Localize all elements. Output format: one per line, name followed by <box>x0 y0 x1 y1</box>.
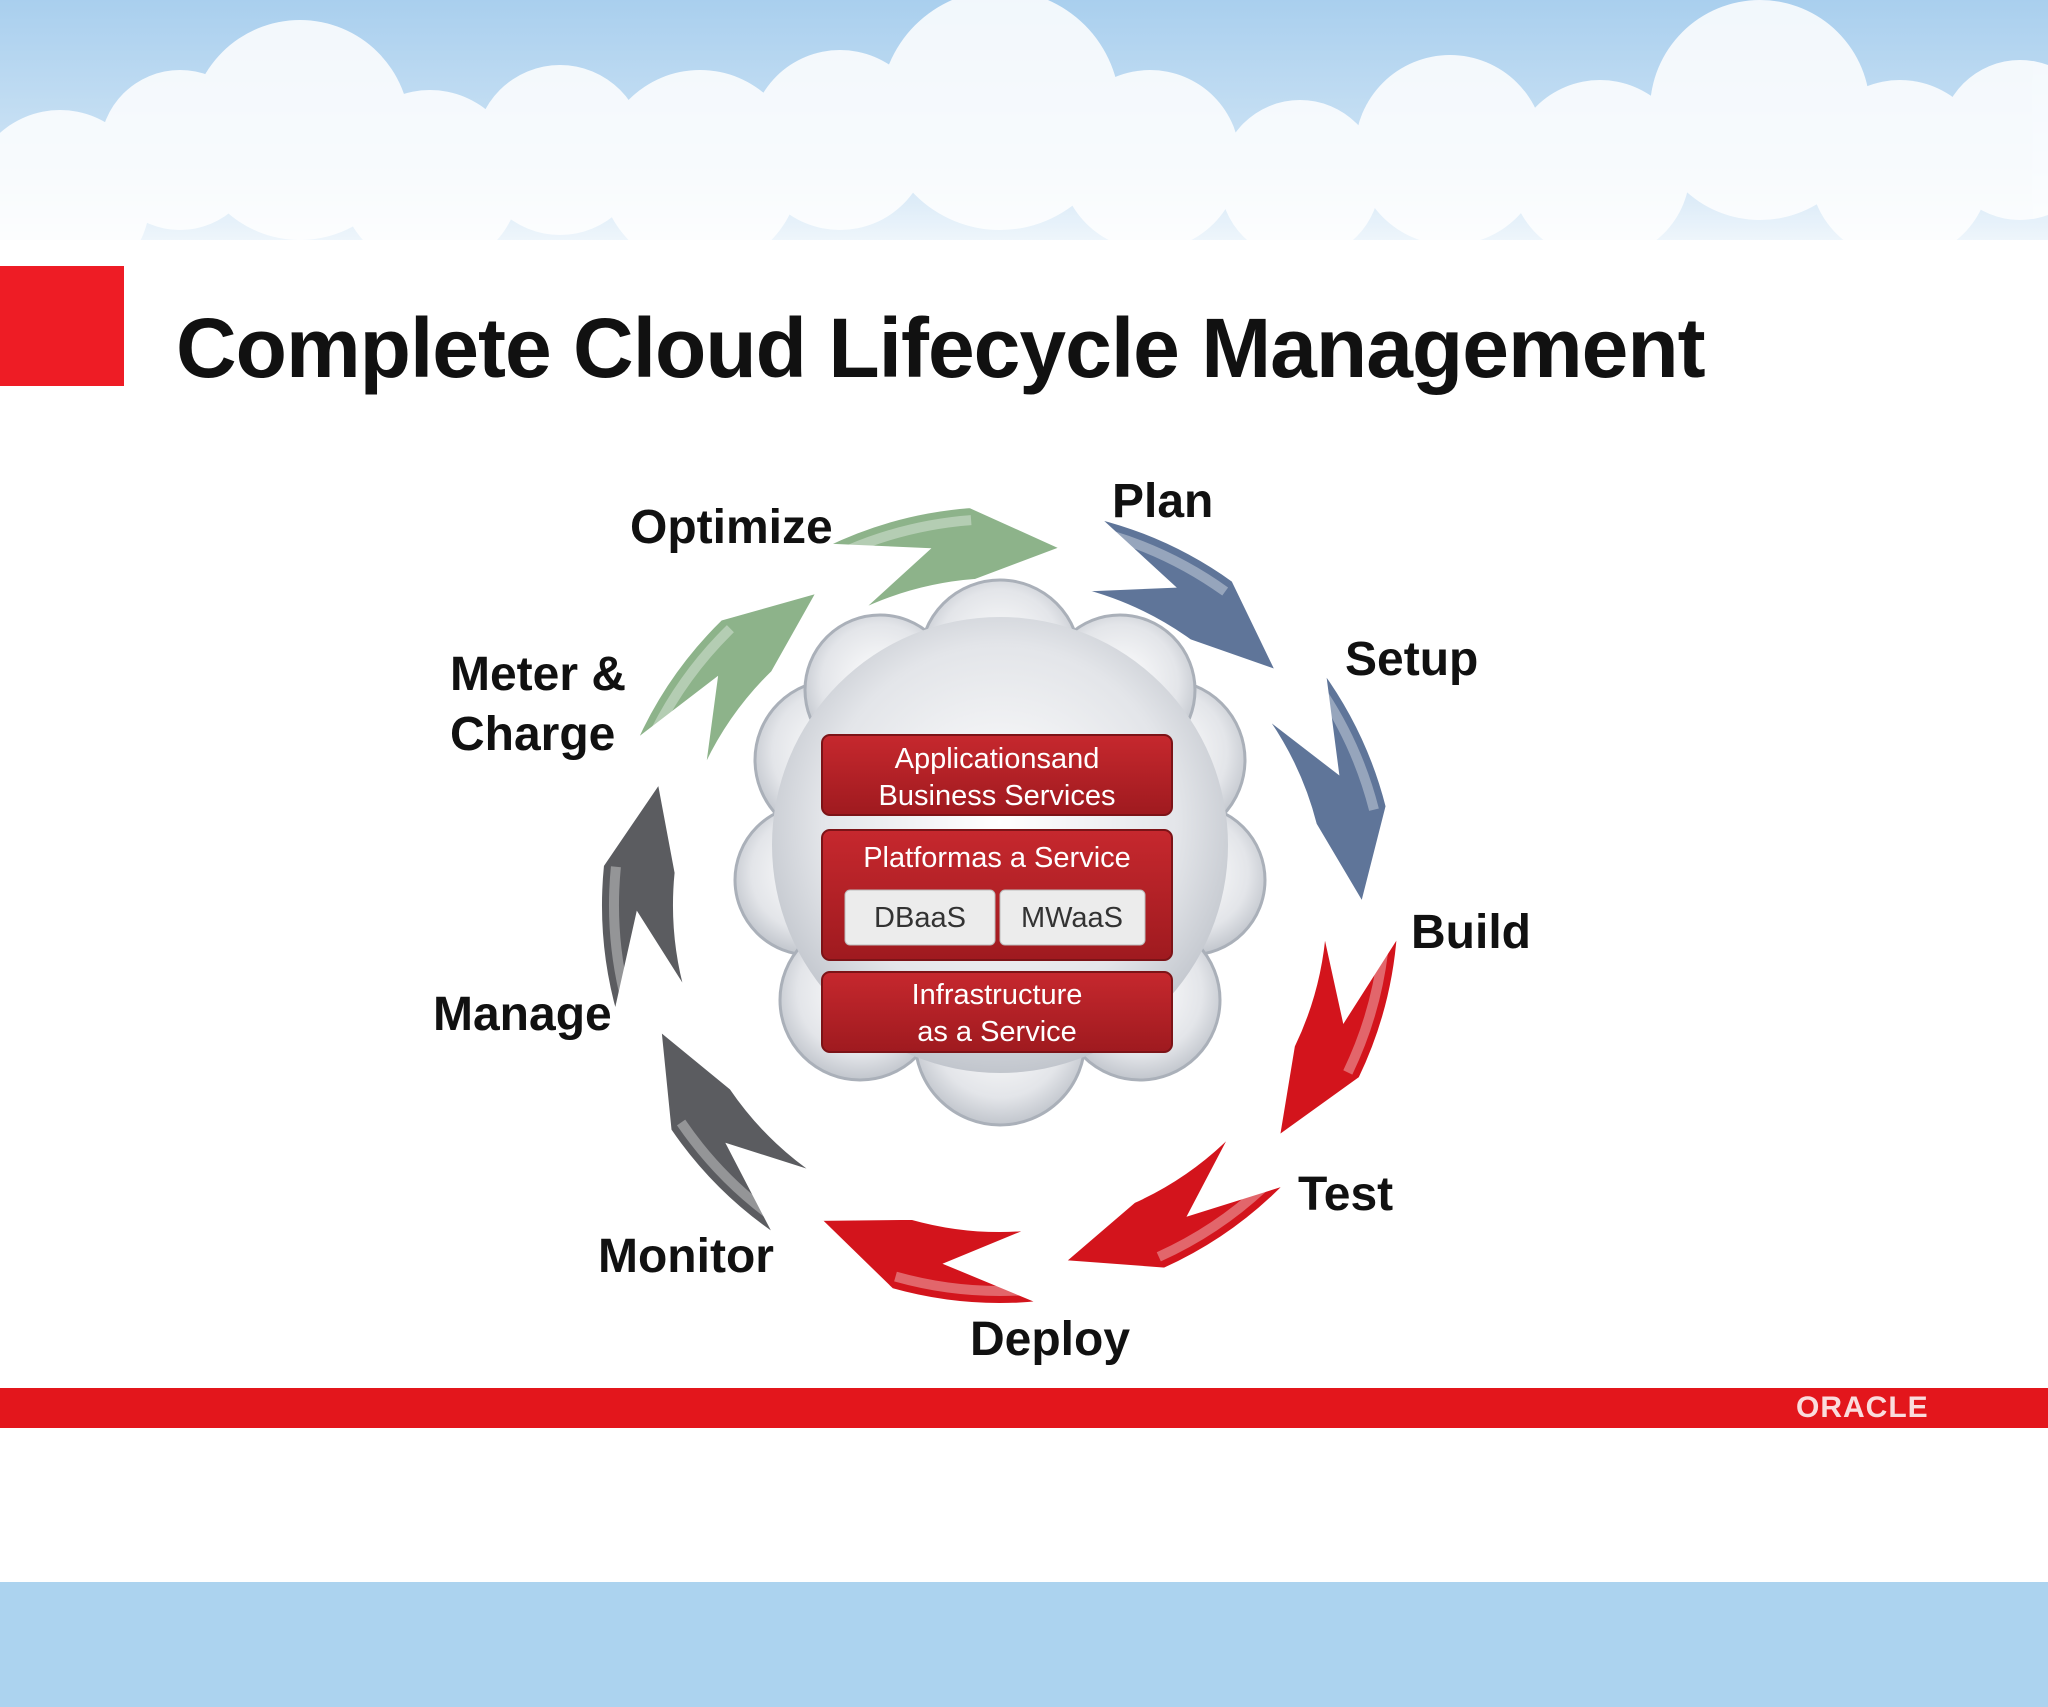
arrow-segment-manage <box>598 775 690 1016</box>
stage-label-manage: Manage <box>433 988 612 1041</box>
lifecycle-arrow-ring <box>598 504 1401 1307</box>
oracle-logo: ORACLE <box>1796 1391 1929 1424</box>
arrow-highlight <box>676 1119 771 1218</box>
arrow-highlight <box>1156 1183 1267 1262</box>
stage-label-plan: Plan <box>1112 475 1213 528</box>
stage-label-setup: Setup <box>1345 633 1478 686</box>
footer-red-bar <box>0 1388 2048 1428</box>
applications-label-line1: Applicationsand <box>895 743 1100 775</box>
arrow-segment-optimize <box>823 504 1069 615</box>
lifecycle-diagram: Applicationsand Business Services Platfo… <box>433 475 1531 1366</box>
arrow-segment-build <box>1274 927 1401 1143</box>
page-title: Complete Cloud Lifecycle Management <box>176 301 1706 395</box>
title-accent-block <box>0 266 124 386</box>
infrastructure-label-line2: as a Service <box>917 1016 1077 1048</box>
arrow-segment-setup <box>1261 668 1390 911</box>
stage-label-build: Build <box>1411 906 1531 959</box>
arrow-segment-plan <box>1078 514 1282 676</box>
infrastructure-label-line1: Infrastructure <box>912 979 1083 1011</box>
stage-label-deploy: Deploy <box>970 1313 1130 1366</box>
arrow-segment-test <box>1057 1129 1290 1272</box>
stage-label-meter-charge: Meter & Charge <box>450 648 639 761</box>
infrastructure-layer: Infrastructure as a Service <box>821 971 1173 1053</box>
arrow-segment-monitor <box>656 1024 820 1239</box>
stage-label-test: Test <box>1298 1168 1393 1221</box>
mwaas-chip <box>999 889 1146 946</box>
sky-clouds-banner <box>0 0 2048 280</box>
arrow-segment-meter-charge <box>632 587 823 774</box>
stage-label-optimize: Optimize <box>630 501 833 554</box>
stage-label-monitor: Monitor <box>598 1230 774 1283</box>
mwaas-label: MWaaS <box>1021 902 1123 934</box>
dbaas-chip <box>844 889 996 946</box>
arrow-highlight <box>609 866 629 993</box>
arrow-highlight <box>1319 692 1379 811</box>
arrow-highlight <box>1343 951 1389 1075</box>
applications-layer: Applicationsand Business Services <box>821 734 1173 816</box>
platform-layer: Platformas a Service DBaaS MWaaS <box>821 829 1173 961</box>
platform-label: Platformas a Service <box>863 842 1131 874</box>
arrow-highlight <box>1111 531 1229 596</box>
arrow-segment-deploy <box>813 1215 1043 1307</box>
applications-label-line2: Business Services <box>879 780 1116 812</box>
bottom-sky-band <box>0 1582 2048 1707</box>
arrow-highlight <box>894 1271 1021 1297</box>
arrow-highlight <box>847 515 972 555</box>
arrow-highlight <box>651 625 734 733</box>
dbaas-label: DBaaS <box>874 902 966 934</box>
